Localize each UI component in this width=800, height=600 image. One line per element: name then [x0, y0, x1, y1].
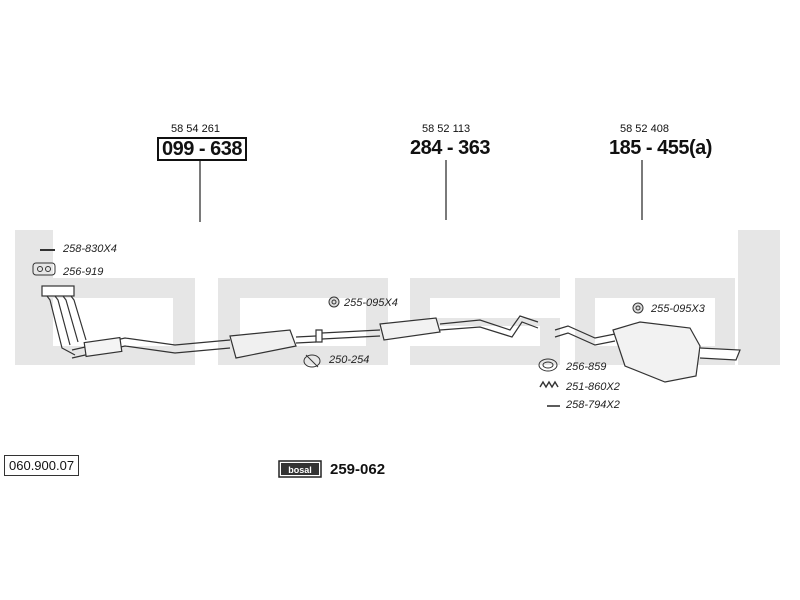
spring-icon: [539, 380, 559, 389]
part-number-rear-silencer[interactable]: 185 - 455(a): [609, 137, 712, 159]
part-number-middle-silencer[interactable]: 284 - 363: [410, 137, 491, 159]
accessory-label[interactable]: 255-095X3: [651, 303, 705, 315]
oe-number-front-pipe: 58 54 261: [171, 123, 220, 135]
leader-lines: [199, 160, 643, 222]
accessory-label[interactable]: 256-859: [566, 361, 607, 373]
front-pipe-part: [41, 285, 317, 359]
seal-ring-icon: [538, 358, 558, 372]
oe-number-middle-silencer: 58 52 113: [422, 123, 471, 135]
accessory-label[interactable]: 250-254: [329, 354, 370, 366]
accessory-label[interactable]: 255-095X4: [344, 297, 398, 309]
bosal-logo-text: bosal: [288, 465, 312, 475]
accessory-label[interactable]: 258-794X2: [566, 399, 620, 411]
gasket-icon: [32, 262, 56, 276]
accessory-label[interactable]: 258-830X4: [63, 243, 117, 255]
accessory-label[interactable]: 251-860X2: [566, 381, 620, 393]
diagram-code: 060.900.07: [4, 455, 80, 476]
middle-silencer-part: [315, 315, 539, 343]
rubber-hanger-icon: [632, 302, 644, 314]
part-number-front-pipe[interactable]: 099 - 638: [157, 137, 248, 161]
clamp-icon: [303, 354, 321, 368]
accessory-label[interactable]: 256-919: [63, 266, 104, 278]
oe-number-rear-silencer: 58 52 408: [620, 123, 669, 135]
mounting-kit-number[interactable]: 259-062: [330, 461, 386, 478]
bosal-logo-icon: bosal: [278, 460, 322, 478]
rear-silencer-part: [554, 321, 741, 383]
rubber-hanger-icon: [328, 296, 340, 308]
